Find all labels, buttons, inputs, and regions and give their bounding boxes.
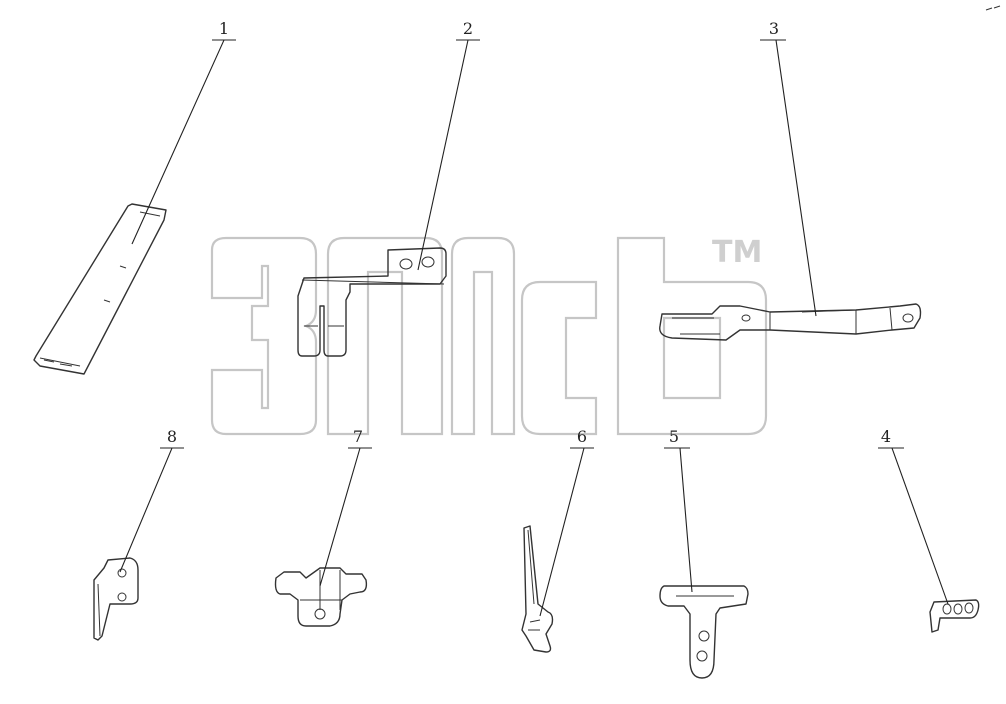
part-3-flat-bracket <box>659 303 922 341</box>
part-7-saddle-clip <box>274 567 368 627</box>
leader-lines <box>119 39 949 617</box>
callout-4: 4 <box>881 427 891 446</box>
callout-7: 7 <box>353 427 363 446</box>
callout-labels: 1 2 3 4 5 6 7 8 <box>167 19 891 446</box>
callout-5: 5 <box>669 427 679 446</box>
part-5-t-bracket <box>659 585 749 679</box>
part-8-angle-bracket <box>93 557 139 641</box>
part-1-strap-bracket <box>33 203 167 375</box>
watermark-logo: TM <box>210 235 768 436</box>
part-6-angled-clip <box>521 525 554 653</box>
watermark-trademark: TM <box>712 235 762 270</box>
callout-8: 8 <box>167 427 177 446</box>
callout-1: 1 <box>219 19 229 38</box>
part-2-forked-bracket <box>297 247 447 357</box>
callout-3: 3 <box>769 19 779 38</box>
corner-mark <box>985 5 1001 11</box>
part-4-triple-hole-bracket <box>929 599 980 633</box>
callout-6: 6 <box>577 427 587 446</box>
callout-2: 2 <box>463 19 473 38</box>
